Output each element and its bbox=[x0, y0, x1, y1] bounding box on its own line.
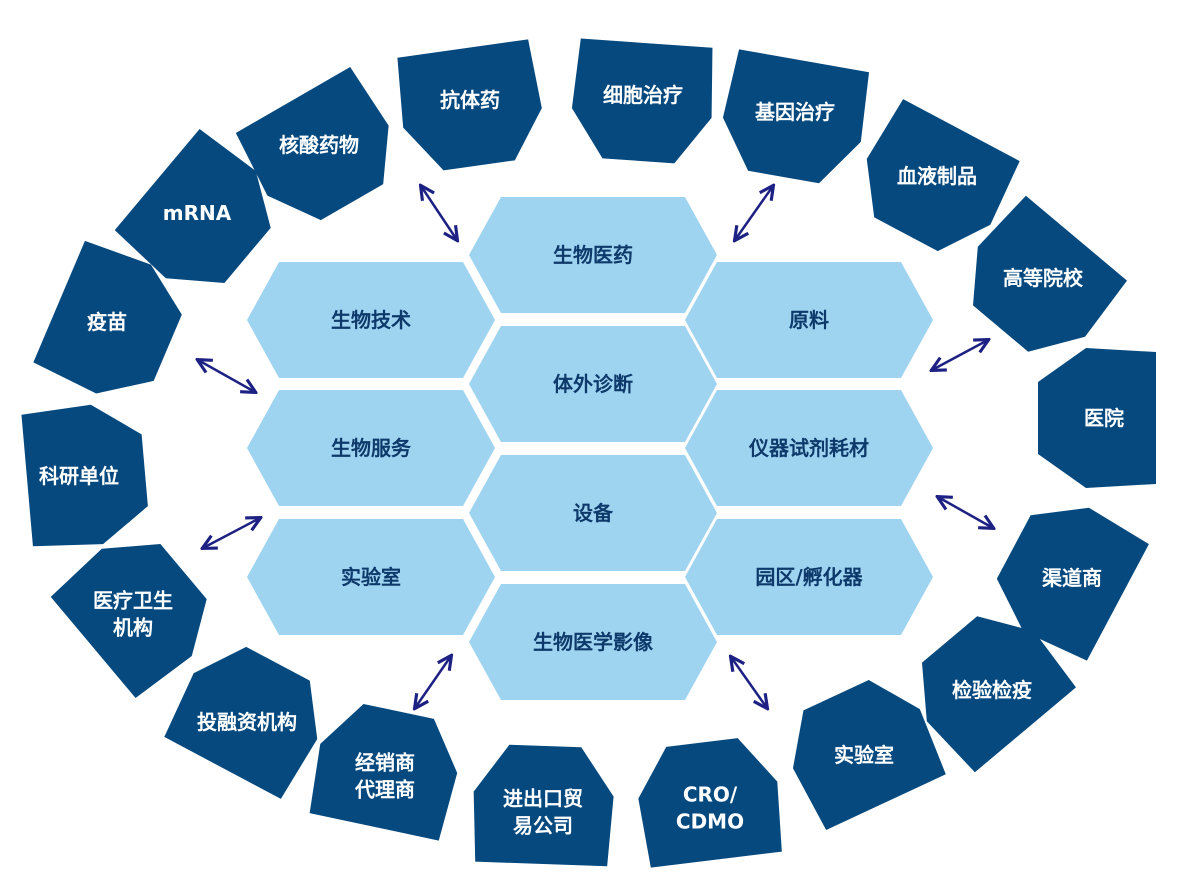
ring-label-line: 实验室 bbox=[834, 743, 894, 767]
ring-label: 进出口贸易公司 bbox=[503, 787, 583, 838]
ring-label: mRNA bbox=[163, 201, 232, 225]
ring-tile-research-institutions: 科研单位 bbox=[21, 404, 148, 547]
ring-tile-import-export: 进出口贸易公司 bbox=[473, 744, 614, 867]
hex-laboratory-inner: 实验室 bbox=[247, 519, 495, 635]
ring-tile-hospitals: 医院 bbox=[1038, 348, 1156, 488]
ring-tile-mrna: mRNA bbox=[114, 129, 271, 284]
hex-ivd: 体外诊断 bbox=[469, 326, 717, 442]
ring-tile-channel-dealers: 渠道商 bbox=[996, 507, 1149, 661]
ring-tile-nucleic-acid-drugs: 核酸药物 bbox=[235, 66, 389, 221]
hex-label: 体外诊断 bbox=[553, 372, 633, 396]
ring-label: 检验检疫 bbox=[952, 678, 1032, 702]
ring-tile-inspection-quarantine: 检验检疫 bbox=[921, 616, 1076, 773]
ring-label-line: 代理商 bbox=[354, 778, 415, 802]
connector-arrows bbox=[198, 186, 993, 708]
ring-tile-distributors: 经销商代理商 bbox=[309, 703, 458, 841]
ring-label: 医疗卫生机构 bbox=[93, 589, 173, 640]
hex-label: 生物医学影像 bbox=[533, 630, 654, 654]
hex-biotechnology: 生物技术 bbox=[247, 262, 495, 378]
ring-label: 投融资机构 bbox=[197, 710, 297, 734]
hex-instruments-reagents: 仪器试剂耗材 bbox=[685, 390, 933, 506]
ring-label: 基因治疗 bbox=[755, 100, 835, 124]
ring-tile-antibody-drugs: 抗体药 bbox=[397, 39, 542, 171]
ring-label-line: 经销商 bbox=[355, 751, 415, 775]
ring-tile-investment-institutions: 投融资机构 bbox=[164, 646, 318, 799]
ring-label: 实验室 bbox=[834, 743, 894, 767]
ring-label-line: 疫苗 bbox=[87, 310, 127, 334]
hex-label: 园区/孵化器 bbox=[755, 565, 863, 589]
ring-tile-medical-institutions: 医疗卫生机构 bbox=[50, 543, 207, 698]
ring-label-line: mRNA bbox=[163, 201, 232, 225]
double-arrow-icon bbox=[198, 360, 255, 392]
ring-tile-vaccines: 疫苗 bbox=[33, 240, 182, 394]
ring-label-line: 医疗卫生 bbox=[93, 589, 173, 613]
ring-tile-gene-therapy: 基因治疗 bbox=[722, 49, 870, 184]
ring-label: 科研单位 bbox=[39, 464, 119, 488]
ring-label-line: CDMO bbox=[676, 810, 744, 834]
hex-biomedicine: 生物医药 bbox=[469, 197, 717, 313]
ring-tile-cell-therapy: 细胞治疗 bbox=[571, 38, 713, 164]
hex-bio-services: 生物服务 bbox=[247, 390, 495, 506]
hex-equipment: 设备 bbox=[469, 455, 717, 571]
hex-label: 原料 bbox=[789, 308, 829, 332]
ring-label: 抗体药 bbox=[440, 88, 500, 112]
ring-label-line: 血液制品 bbox=[897, 164, 977, 188]
ring-label-line: CRO/ bbox=[683, 783, 738, 807]
ring-label-line: 易公司 bbox=[513, 814, 573, 838]
hex-label: 仪器试剂耗材 bbox=[748, 436, 869, 460]
ring-label: 渠道商 bbox=[1042, 566, 1102, 590]
ring-label-line: 核酸药物 bbox=[279, 133, 359, 157]
hex-biomedical-imaging: 生物医学影像 bbox=[469, 584, 717, 700]
hex-label: 生物医药 bbox=[553, 243, 633, 267]
double-arrow-icon bbox=[421, 186, 457, 240]
hex-label: 生物技术 bbox=[331, 308, 411, 332]
ring-label-line: 投融资机构 bbox=[197, 710, 297, 734]
ring-label: CRO/CDMO bbox=[676, 783, 744, 834]
ring-label: 经销商代理商 bbox=[354, 751, 415, 802]
ring-label-line: 细胞治疗 bbox=[603, 83, 683, 107]
double-arrow-icon bbox=[735, 186, 773, 240]
ring-label: 血液制品 bbox=[897, 164, 977, 188]
hex-raw-materials: 原料 bbox=[685, 262, 933, 378]
hex-label: 生物服务 bbox=[331, 436, 412, 460]
double-arrow-icon bbox=[415, 656, 451, 708]
hex-label: 实验室 bbox=[341, 565, 401, 589]
ring-label: 细胞治疗 bbox=[603, 83, 683, 107]
ring-label: 疫苗 bbox=[87, 310, 127, 334]
double-arrow-icon bbox=[203, 518, 260, 548]
ring-label-line: 机构 bbox=[113, 616, 153, 640]
ring-label-line: 抗体药 bbox=[440, 88, 500, 112]
double-arrow-icon bbox=[938, 497, 993, 528]
ring-tile-blood-products: 血液制品 bbox=[866, 99, 1020, 252]
outer-ring: 抗体药细胞治疗基因治疗血液制品高等院校医院渠道商检验检疫实验室CRO/CDMO进… bbox=[21, 38, 1156, 868]
ring-label: 核酸药物 bbox=[279, 133, 359, 157]
ring-label-line: 基因治疗 bbox=[755, 100, 835, 124]
ring-label: 高等院校 bbox=[1003, 266, 1084, 290]
ring-label-line: 医院 bbox=[1084, 406, 1124, 430]
ring-label: 医院 bbox=[1084, 406, 1124, 430]
ring-label-line: 科研单位 bbox=[39, 464, 119, 488]
double-arrow-icon bbox=[932, 340, 988, 370]
ring-label-line: 渠道商 bbox=[1042, 566, 1102, 590]
hex-label: 设备 bbox=[573, 501, 614, 525]
double-arrow-icon bbox=[731, 657, 767, 708]
hex-parks-incubators: 园区/孵化器 bbox=[685, 519, 933, 635]
ring-label-line: 进出口贸 bbox=[503, 787, 583, 811]
ring-tile-laboratory-outer: 实验室 bbox=[792, 679, 946, 831]
ring-label-line: 高等院校 bbox=[1003, 266, 1084, 290]
ring-label-line: 检验检疫 bbox=[952, 678, 1032, 702]
ring-tile-cro-cdmo: CRO/CDMO bbox=[638, 738, 782, 868]
ring-tile-universities: 高等院校 bbox=[972, 195, 1127, 352]
